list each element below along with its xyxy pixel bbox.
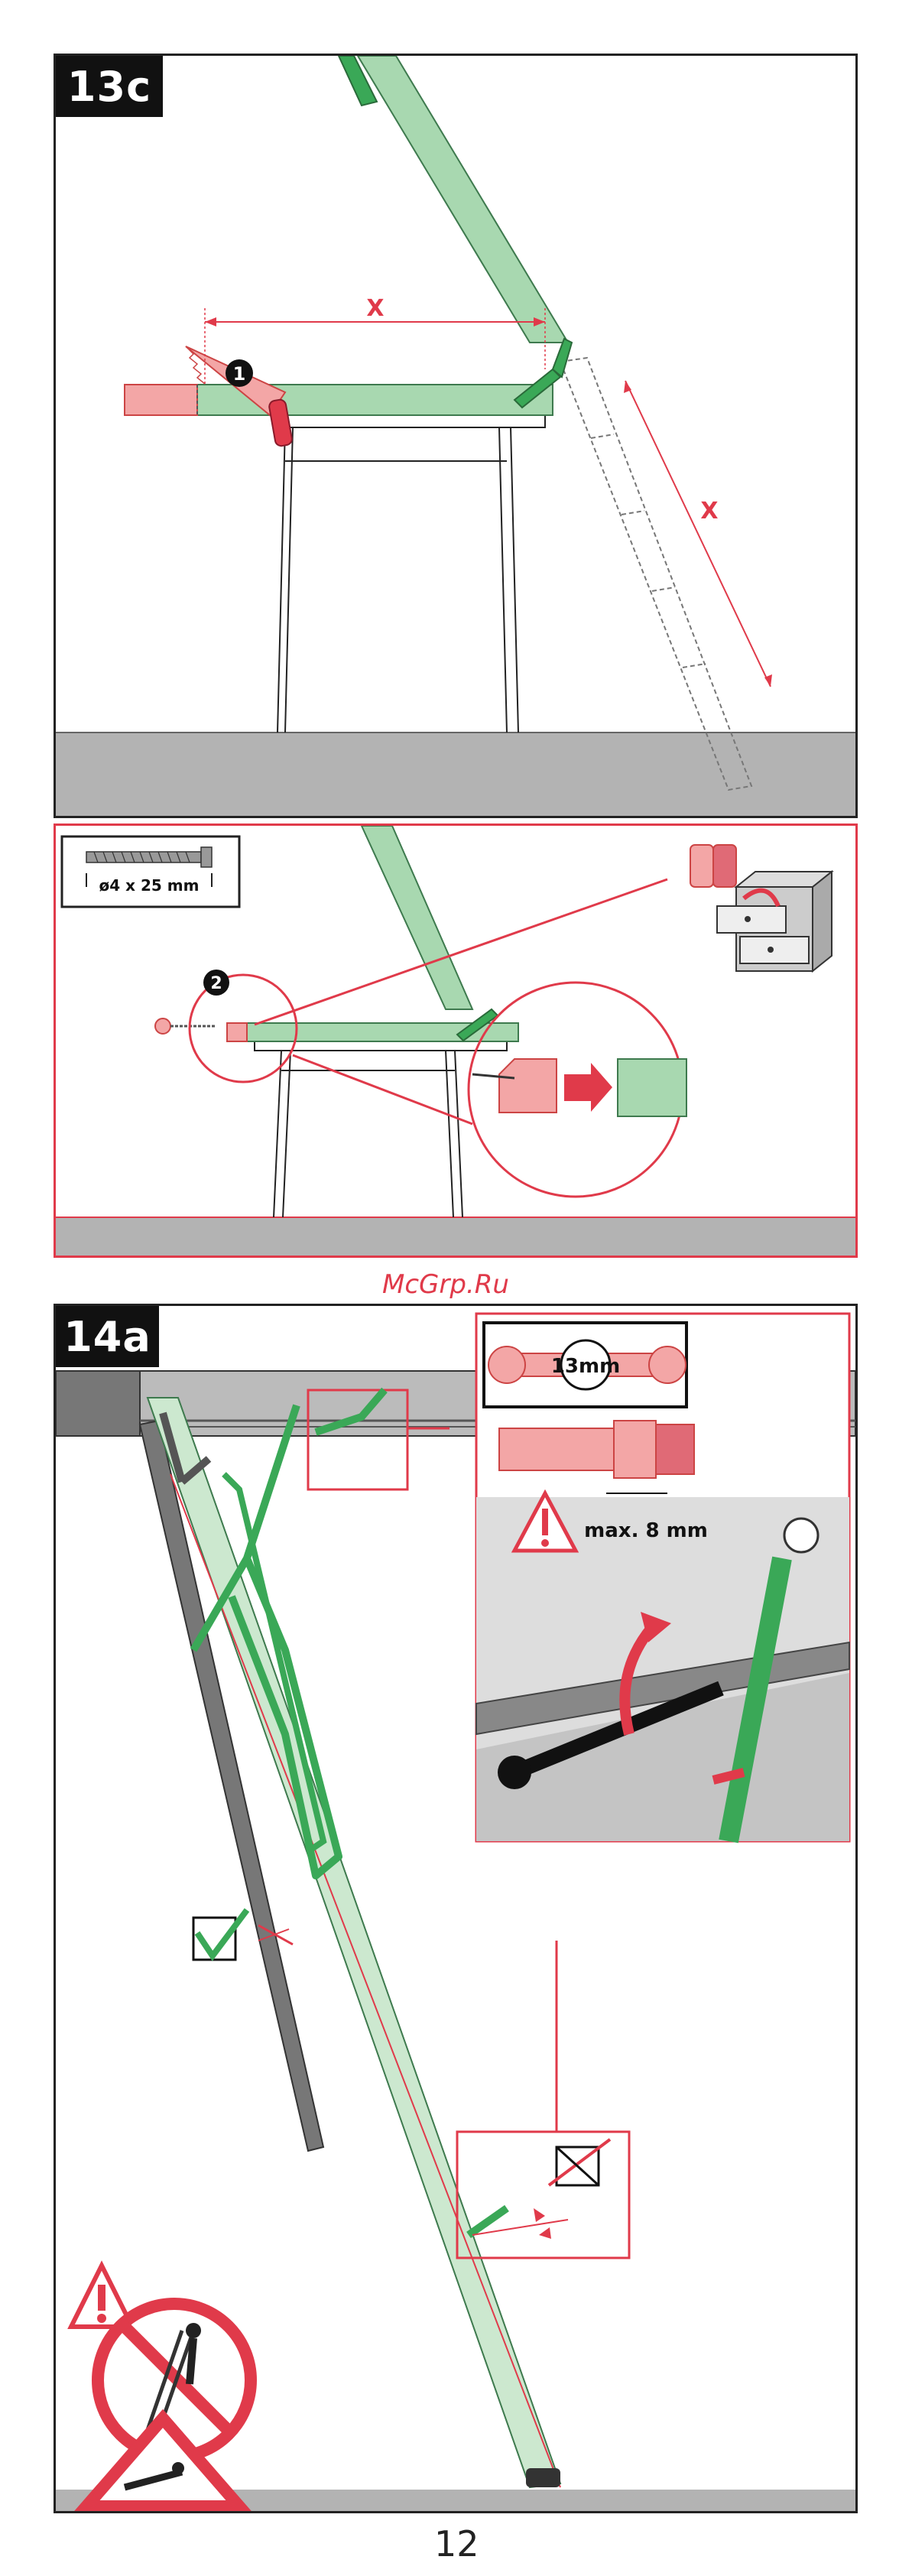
callout-2: 2	[210, 974, 222, 993]
fastening-illustration: ø4 x 25 mm 2	[56, 826, 855, 1256]
cut-off-part	[125, 385, 197, 415]
check-mark-icon	[193, 1910, 247, 1960]
x-box-icon	[549, 2139, 610, 2185]
ladder-section-upper	[358, 56, 568, 343]
step-13c-illustration: 1 X X	[56, 56, 855, 816]
watermark: McGrp.Ru	[382, 1269, 509, 1300]
svg-text:1: 1	[233, 363, 246, 385]
ceiling-frame	[56, 1371, 140, 1436]
step-14a-panel: 14a	[54, 1304, 858, 2513]
screw-size-label: ø4 x 25 mm	[99, 876, 200, 895]
drill-icon	[155, 1018, 216, 1034]
step-14a-illustration: 13mm max. 8 mm	[56, 1306, 855, 2511]
step-13c-panel: 13c 1	[54, 54, 858, 818]
dimension-x-label: X	[366, 295, 384, 322]
screw-box	[62, 836, 239, 907]
wrench-size-label: 13mm	[551, 1355, 620, 1378]
ladder-section-dashed	[560, 358, 751, 790]
max-offset-label: max. 8 mm	[584, 1519, 708, 1542]
floor	[56, 1217, 855, 1256]
step-13c-fastening-panel: ø4 x 25 mm 2	[54, 823, 858, 1258]
dimension-x-diagonal	[625, 381, 771, 687]
page-number: 12	[434, 2523, 479, 2565]
dimension-x-diagonal-label: X	[700, 498, 718, 525]
floor	[56, 733, 855, 816]
bolt-icon	[499, 1421, 694, 1478]
detail-box-lower	[457, 2132, 629, 2258]
